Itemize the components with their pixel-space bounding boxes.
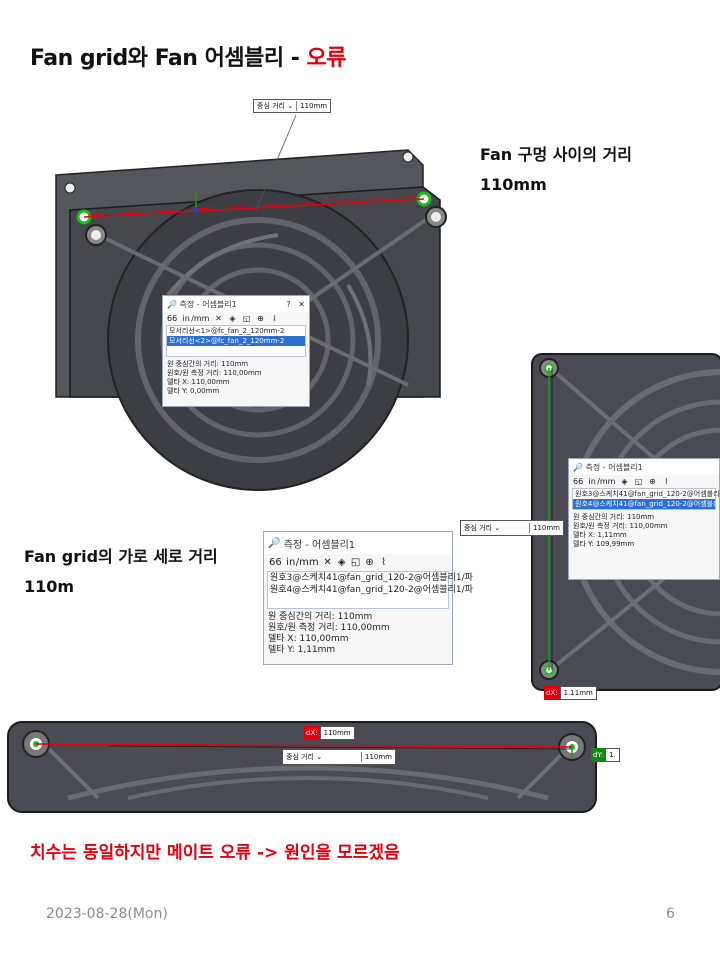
delta-x-chip: dX: 1.11mm bbox=[544, 686, 597, 700]
result-center-distance: 원 중심간의 거리: 110mm bbox=[268, 612, 373, 622]
measure-icon: 🔎 bbox=[268, 537, 281, 549]
glasses-icon[interactable]: 66 bbox=[167, 314, 178, 323]
delta-x-value: 110mm bbox=[319, 726, 355, 740]
measure-dialog-title: 측정 - 어셈블리1 bbox=[585, 462, 643, 472]
measure-dialog[interactable]: 🔎 측정 - 어셈블리1 ? ✕ 66 in/mm ✕ ◈ ◱ ⊕ ⌇ 모서리선… bbox=[162, 295, 310, 407]
measure-toolbar: 66 in/mm ✕ ◈ ◱ ⊕ ⌇ bbox=[163, 312, 309, 325]
center-distance-dropdown[interactable]: 중심 거리 ⌄ bbox=[461, 523, 530, 533]
point-icon[interactable]: ⊕ bbox=[649, 477, 656, 486]
result-delta-x: 델타 X: 110,00mm bbox=[268, 634, 349, 644]
projection-icon[interactable]: ◱ bbox=[634, 477, 643, 486]
result-center-distance: 원 중심간의 거리: 110mm bbox=[573, 513, 655, 521]
slide-title: Fan grid와 Fan 어셈블리 - 오류 bbox=[30, 40, 347, 72]
selection-item[interactable]: 원호3@스케치41@fan_grid_120-2@어셈블리 bbox=[575, 490, 720, 498]
selection-item[interactable]: 원호4@스케치41@fan_grid_120-2@어셈블리 bbox=[573, 499, 720, 509]
caption-line-2: 110mm bbox=[480, 175, 547, 194]
measure-dialog-title: 측정 - 어셈블리1 bbox=[283, 539, 356, 551]
fan-assembly-screenshot: 중심 거리 ⌄ 110mm 🔎 측정 - 어셈블리1 ? ✕ 66 in/mm … bbox=[48, 95, 447, 491]
selection-item[interactable]: 모서리선<1>@fc_fan_2_120mm-2 bbox=[169, 327, 285, 335]
glasses-icon[interactable]: 66 bbox=[269, 557, 282, 568]
selection-item[interactable]: 원호4@스케치41@fan_grid_120-2@어셈블리1/파 bbox=[270, 585, 473, 595]
delta-x-key: dX: bbox=[304, 726, 320, 740]
result-delta-y: 델타 Y: 1,11mm bbox=[268, 645, 336, 655]
measure-results: 원 중심간의 거리: 110mm 원호/원 측정 거리: 110,00mm 델타… bbox=[163, 357, 309, 399]
measure-results: 원 중심간의 거리: 110mm 원호/원 측정 거리: 110,00mm 델타… bbox=[569, 510, 719, 552]
units-icon[interactable]: in/mm bbox=[588, 477, 616, 486]
selection-item[interactable]: 원호3@스케치41@fan_grid_120-2@어셈블리1/파 bbox=[270, 573, 473, 583]
center-distance-value: 110mm bbox=[300, 102, 328, 110]
center-distance-value: 110mm bbox=[533, 524, 560, 532]
measure-diamond-icon[interactable]: ◈ bbox=[229, 314, 236, 323]
measure-icon: 🔎 bbox=[573, 462, 583, 472]
measure-dialog-header: 🔎 측정 - 어셈블리1 bbox=[569, 459, 719, 475]
xyz-icon[interactable]: ✕ bbox=[215, 314, 222, 323]
delta-y-chip: dY: 1. bbox=[591, 748, 620, 762]
projection-icon[interactable]: ◱ bbox=[242, 314, 251, 323]
center-distance-tag[interactable]: 중심 거리 ⌄ 110mm bbox=[460, 520, 564, 536]
close-button[interactable]: ✕ bbox=[298, 299, 305, 309]
center-distance-dropdown[interactable]: 중심 거리 ⌄ bbox=[283, 752, 362, 762]
result-arc-distance: 원호/원 측정 거리: 110,00mm bbox=[167, 369, 262, 377]
slide-title-main: Fan grid와 Fan 어셈블리 - bbox=[30, 46, 307, 71]
measure-diamond-icon[interactable]: ◈ bbox=[621, 477, 628, 486]
result-arc-distance: 원호/원 측정 거리: 110,00mm bbox=[573, 522, 668, 530]
measure-toolbar: 66 in/mm ✕ ◈ ◱ ⊕ ⌇ bbox=[264, 554, 452, 571]
delta-x-key: dX: bbox=[544, 686, 560, 700]
xyz-icon[interactable]: ✕ bbox=[323, 557, 332, 568]
center-distance-value: 110mm bbox=[365, 753, 392, 761]
slide-date: 2023-08-28(Mon) bbox=[46, 906, 168, 922]
point-icon[interactable]: ⊕ bbox=[365, 557, 374, 568]
delta-y-value: 1. bbox=[605, 748, 620, 762]
center-distance-dropdown[interactable]: 중심 거리 ⌄ bbox=[254, 101, 298, 111]
graph-icon[interactable]: ⌇ bbox=[664, 477, 669, 486]
grid-horizontal-render bbox=[7, 721, 597, 813]
delta-x-value: 1.11mm bbox=[559, 686, 597, 700]
result-center-distance: 원 중심간의 거리: 110mm bbox=[167, 360, 249, 368]
result-delta-x: 델타 X: 1,11mm bbox=[573, 531, 627, 539]
slide-title-error: 오류 bbox=[306, 46, 347, 71]
center-distance-tag[interactable]: 중심 거리 ⌄ 110mm bbox=[282, 749, 396, 765]
grid-measure-dialog[interactable]: 🔎 측정 - 어셈블리1 66 in/mm ✕ ◈ ◱ ⊕ ⌇ 원호3@스케치4… bbox=[263, 531, 473, 665]
point-icon[interactable]: ⊕ bbox=[257, 314, 264, 323]
grid-horizontal-screenshot: dX: 110mm 중심 거리 ⌄ 110mm dY: 1. bbox=[7, 718, 628, 813]
units-icon[interactable]: in/mm bbox=[286, 557, 319, 568]
units-icon[interactable]: in/mm bbox=[182, 314, 210, 323]
slide-page-number: 6 bbox=[666, 906, 675, 922]
selection-item[interactable]: 모서리선<2>@fc_fan_2_120mm-2 bbox=[167, 336, 305, 346]
grid-vertical-screenshot: 중심 거리 ⌄ 110mm dX: 1.11mm 🔎 측정 - 어셈블리1 66… bbox=[460, 352, 720, 702]
caption-grid-distance: Fan grid의 가로 세로 거리 110m bbox=[24, 542, 218, 602]
caption-line-1: Fan grid의 가로 세로 거리 bbox=[24, 547, 218, 566]
projection-icon[interactable]: ◱ bbox=[350, 557, 361, 568]
graph-icon[interactable]: ⌇ bbox=[272, 314, 277, 323]
caption-line-2: 110m bbox=[24, 577, 75, 596]
delta-x-chip: dX: 110mm bbox=[304, 726, 355, 740]
measure-dialog-header: 🔎 측정 - 어셈블리1 ? ✕ bbox=[163, 296, 309, 312]
caption-line-1: Fan 구멍 사이의 거리 bbox=[480, 145, 632, 164]
result-arc-distance: 원호/원 측정 거리: 110,00mm bbox=[268, 623, 390, 633]
caption-fan-hole-distance: Fan 구멍 사이의 거리 110mm bbox=[480, 140, 632, 200]
selection-list[interactable]: 모서리선<1>@fc_fan_2_120mm-2 모서리선<2>@fc_fan_… bbox=[166, 325, 306, 357]
delta-y-key: dY: bbox=[591, 748, 606, 762]
measure-toolbar: 66 in/mm ◈ ◱ ⊕ ⌇ bbox=[569, 475, 719, 488]
measure-icon: 🔎 bbox=[167, 299, 177, 309]
measure-dialog-header: 🔎 측정 - 어셈블리1 bbox=[264, 532, 452, 554]
result-delta-y: 델타 Y: 0,00mm bbox=[167, 387, 220, 395]
help-button[interactable]: ? bbox=[286, 299, 291, 309]
center-distance-tag[interactable]: 중심 거리 ⌄ 110mm bbox=[253, 99, 332, 113]
measure-diamond-icon[interactable]: ◈ bbox=[337, 557, 346, 568]
glasses-icon[interactable]: 66 bbox=[573, 477, 584, 486]
selection-list[interactable]: 원호3@스케치41@fan_grid_120-2@어셈블리1/파 원호4@스케치… bbox=[267, 571, 473, 609]
measure-dialog-title: 측정 - 어셈블리1 bbox=[179, 299, 237, 309]
selection-list[interactable]: 원호3@스케치41@fan_grid_120-2@어셈블리 원호4@스케치41@… bbox=[572, 488, 720, 510]
result-delta-y: 델타 Y: 109,99mm bbox=[573, 540, 635, 548]
graph-icon[interactable]: ⌇ bbox=[381, 557, 387, 568]
result-delta-x: 델타 X: 110,00mm bbox=[167, 378, 230, 386]
measure-results: 원 중심간의 거리: 110mm 원호/원 측정 거리: 110,00mm 델타… bbox=[264, 609, 452, 659]
error-note: 치수는 동일하지만 메이트 오류 -> 원인을 모르겠음 bbox=[30, 843, 400, 863]
measure-dialog[interactable]: 🔎 측정 - 어셈블리1 66 in/mm ◈ ◱ ⊕ ⌇ 원호3@스케치41@… bbox=[568, 458, 720, 580]
